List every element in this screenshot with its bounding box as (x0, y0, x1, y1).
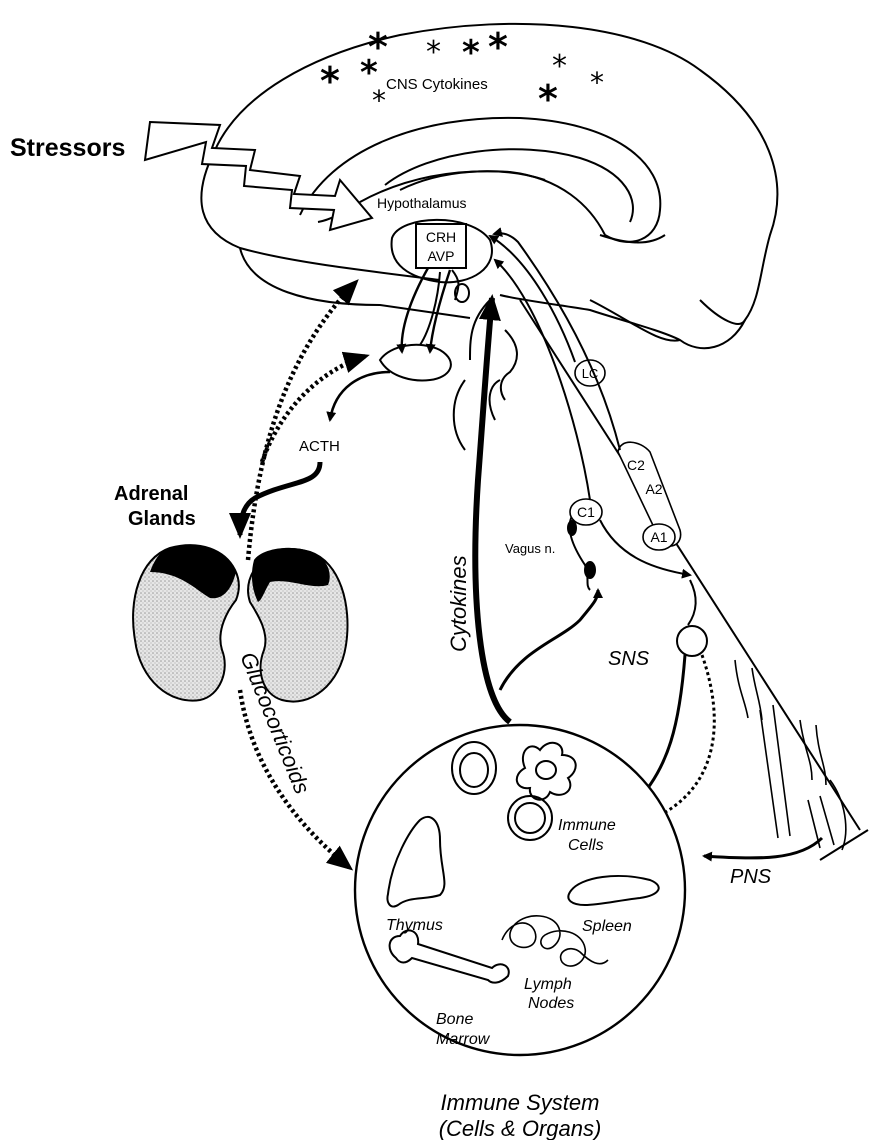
lymph-nodes-label-1: Lymph (524, 976, 572, 993)
cns-cytokine-asterisks: * * * * * * * * * * (320, 25, 604, 121)
vagus-ganglion-2 (584, 561, 596, 579)
stressors-label: Stressors (10, 134, 125, 162)
pituitary-to-acth-arrow (330, 372, 390, 420)
immune-system-title: Immune System (441, 1090, 600, 1115)
adrenal-label-2: Glands (128, 508, 196, 530)
crh-label: CRH (426, 229, 456, 245)
adrenal-label-1: Adrenal (114, 483, 188, 505)
adrenal-glands (133, 545, 347, 701)
hypothalamus-label: Hypothalamus (377, 195, 467, 211)
pns-to-immune-arrow (704, 838, 822, 858)
immune-cells-label-1: Immune (558, 817, 616, 834)
pituitary (380, 270, 469, 380)
svg-text:*: * (488, 25, 508, 69)
spinal-nerve-fibers (735, 660, 846, 850)
stressors-lightning-arrow (145, 122, 372, 230)
cytokines-label: Cytokines (446, 555, 471, 652)
sns-label: SNS (608, 648, 650, 670)
immune-system-subtitle: (Cells & Organs) (439, 1116, 602, 1140)
lymph-nodes-label-2: Nodes (528, 995, 574, 1012)
hypothalamus-to-pituitary-arrows (402, 268, 450, 352)
c2-label: C2 (627, 457, 645, 473)
spleen-label: Spleen (582, 918, 632, 935)
a2-label: A2 (645, 481, 662, 497)
cytokines-up-arrow (475, 298, 510, 722)
svg-text:*: * (372, 84, 386, 117)
vagus-label: Vagus n. (505, 541, 555, 556)
svg-text:*: * (320, 59, 340, 103)
a1-label: A1 (650, 529, 667, 545)
pns-label: PNS (730, 866, 772, 888)
immune-cells-label-2: Cells (568, 837, 604, 854)
brainstem-nuclei (570, 360, 681, 550)
svg-text:*: * (426, 35, 441, 70)
avp-label: AVP (428, 248, 455, 264)
bone-marrow-label-2: Marrow (436, 1031, 491, 1048)
svg-text:*: * (462, 33, 480, 73)
cns-cytokines-label: CNS Cytokines (386, 76, 488, 93)
acth-label: ACTH (299, 438, 340, 455)
vagus-arrow (500, 590, 598, 690)
svg-text:*: * (590, 66, 604, 99)
bone-marrow-label-1: Bone (436, 1011, 473, 1028)
c1-label: C1 (577, 504, 595, 520)
sns-ganglion (677, 626, 707, 656)
immune-system-circle (355, 725, 685, 1055)
svg-text:*: * (538, 77, 558, 121)
